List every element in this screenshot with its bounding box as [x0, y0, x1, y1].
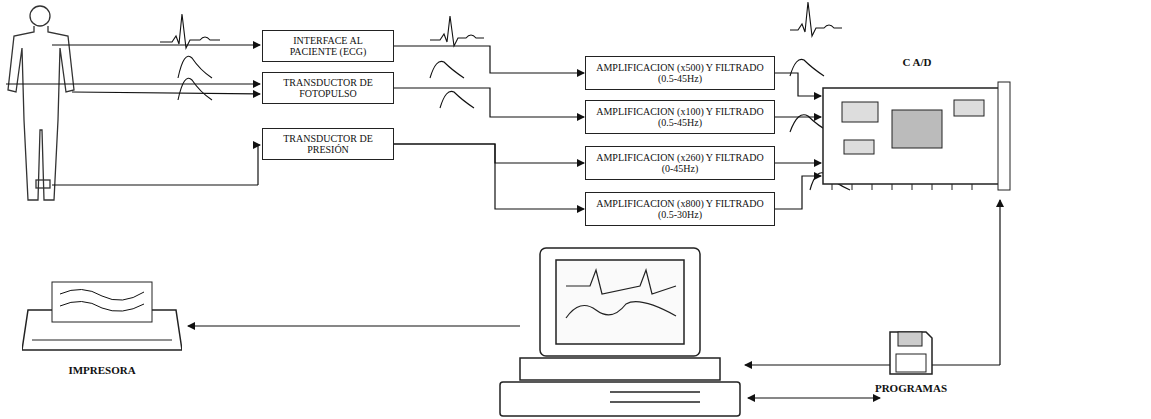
printer-outline [22, 280, 182, 358]
amplifier-box: AMPLIFICACION (x100) Y FILTRADO (0.5-45H… [585, 100, 775, 134]
signal-connector [775, 116, 821, 117]
box-label: AMPLIFICACION (x100) Y FILTRADO (0.5-45H… [592, 106, 768, 129]
computer [500, 248, 740, 416]
printer: IMPRESORA [22, 280, 182, 358]
device-label: C A/D [902, 56, 931, 68]
device-label: IMPRESORA [68, 364, 135, 376]
patient-figure [8, 6, 74, 200]
amplifier-box: AMPLIFICACION (x500) Y FILTRADO (0.5-45H… [585, 56, 775, 90]
adc-card-outline [822, 80, 1012, 192]
box-label: AMPLIFICACION (x260) Y FILTRADO (0-45Hz) [592, 152, 768, 175]
adc-card: C A/D [822, 80, 1012, 192]
signal-connector [775, 73, 821, 96]
signal-connector [394, 144, 584, 163]
amplifier-box: AMPLIFICACION (x260) Y FILTRADO (0-45Hz) [585, 146, 775, 180]
interface-box: INTERFACE AL PACIENTE (ECG) [262, 30, 394, 62]
transducer-box: TRANSDUCTOR DE FOTOPULSO [262, 72, 394, 104]
waveform [160, 2, 850, 190]
signal-connector [394, 144, 584, 209]
box-label: TRANSDUCTOR DE PRESIÓN [269, 133, 387, 156]
data-link [188, 200, 1000, 398]
signal-connector [775, 162, 821, 163]
transducer-box: TRANSDUCTOR DE PRESIÓN [262, 128, 394, 160]
signal-connector [394, 46, 584, 73]
signal-connector [775, 176, 821, 209]
signal-connector [394, 88, 584, 117]
box-label: AMPLIFICACION (x800) Y FILTRADO (0.5-30H… [592, 198, 768, 221]
box-label: TRANSDUCTOR DE FOTOPULSO [269, 77, 387, 100]
device-label: PROGRAMAS [875, 382, 947, 394]
floppy-disk: PROGRAMAS [888, 330, 934, 376]
floppy-disk-outline [888, 330, 934, 376]
lead-wire [6, 45, 260, 185]
box-label: AMPLIFICACION (x500) Y FILTRADO (0.5-45H… [592, 62, 768, 85]
box-label: INTERFACE AL PACIENTE (ECG) [269, 35, 387, 58]
amplifier-box: AMPLIFICACION (x800) Y FILTRADO (0.5-30H… [585, 192, 775, 226]
